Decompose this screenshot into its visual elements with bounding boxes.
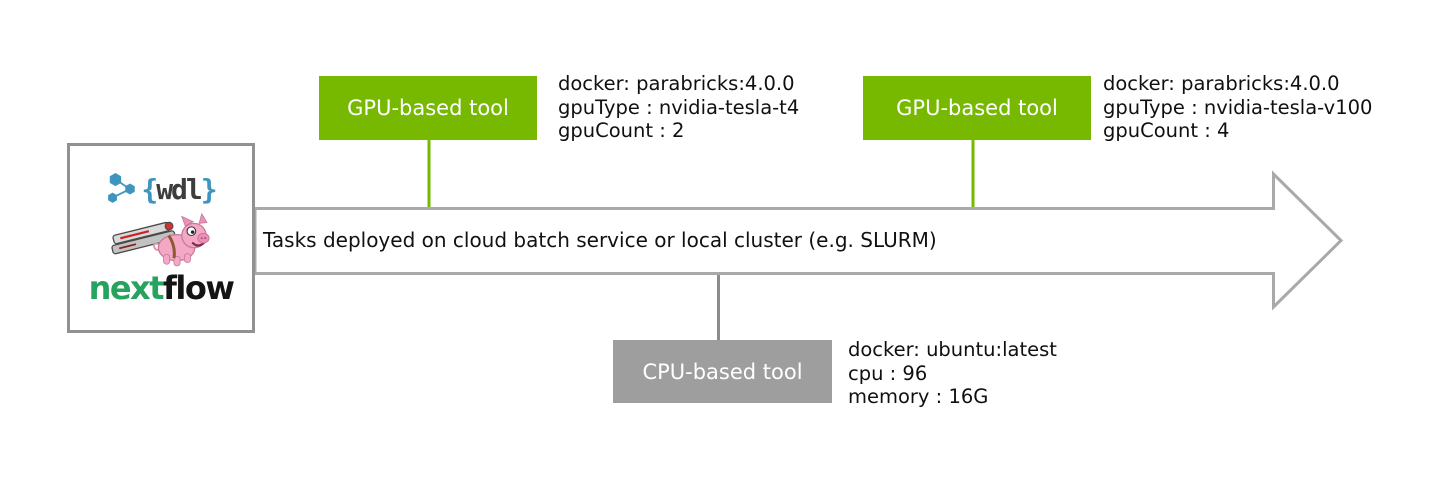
gpu-tool-node-1: GPU-based tool <box>319 76 537 140</box>
arrow-label: Tasks deployed on cloud batch service or… <box>263 228 937 252</box>
annotation-line: docker: ubuntu:latest <box>848 338 1057 361</box>
pig-pupil <box>190 230 195 234</box>
gpu-tool-1-annotation: docker: parabricks:4.0.0 gpuType : nvidi… <box>558 72 799 143</box>
pig-leg <box>183 253 191 263</box>
annotation-line: gpuType : nvidia-tesla-t4 <box>558 95 800 119</box>
pig-snout <box>197 232 210 244</box>
gpu-tool-node-1-label: GPU-based tool <box>347 96 509 120</box>
pig-nostril <box>200 237 203 240</box>
wdl-name: wdl <box>156 172 203 206</box>
annotation-line: cpu : 96 <box>848 361 928 385</box>
wdl-icon-hexagon <box>108 192 118 203</box>
wdl-wordmark: {wdl} <box>141 172 218 206</box>
nextflow-dark-part: flow <box>162 269 235 307</box>
cpu-tool-node-label: CPU-based tool <box>642 359 803 384</box>
wdl-icon-hexagon <box>110 173 122 187</box>
annotation-line: gpuType : nvidia-tesla-v100 <box>1103 95 1373 119</box>
annotation-line: docker: parabricks:4.0.0 <box>558 72 795 95</box>
cromwell-jetpack-pig-logo <box>111 212 210 267</box>
nextflow-logo: nextflow <box>88 269 235 307</box>
annotation-line: memory : 16G <box>848 385 989 408</box>
workflow-engines-box: {wdl} nextflow <box>67 143 255 333</box>
wdl-logo: {wdl} <box>106 172 218 206</box>
cpu-tool-node: CPU-based tool <box>613 340 832 403</box>
gpu-tool-node-2: GPU-based tool <box>863 76 1091 140</box>
gpu-tool-node-2-label: GPU-based tool <box>896 96 1058 120</box>
annotation-line: docker: parabricks:4.0.0 <box>1103 72 1340 95</box>
nextflow-green-part: next <box>88 269 165 307</box>
annotation-line: gpuCount : 2 <box>558 119 685 142</box>
pig-leg <box>173 255 181 267</box>
jetpack-strap <box>167 234 176 259</box>
annotation-line: gpuCount : 4 <box>1103 119 1230 142</box>
wdl-open-brace: { <box>141 172 158 206</box>
wdl-hexagons-icon <box>108 173 136 203</box>
pig-ear <box>198 212 208 224</box>
pig-nostril <box>204 237 207 240</box>
gpu-tool-2-annotation: docker: parabricks:4.0.0 gpuType : nvidi… <box>1103 72 1372 143</box>
flow-arrow-shape <box>253 170 1344 311</box>
pig-ear <box>181 215 195 227</box>
cpu-tool-annotation: docker: ubuntu:latest cpu : 96 memory : … <box>848 338 1057 409</box>
wdl-close-brace: } <box>200 172 218 206</box>
wdl-icon-hexagon <box>125 183 136 195</box>
pig-leg <box>163 254 171 265</box>
